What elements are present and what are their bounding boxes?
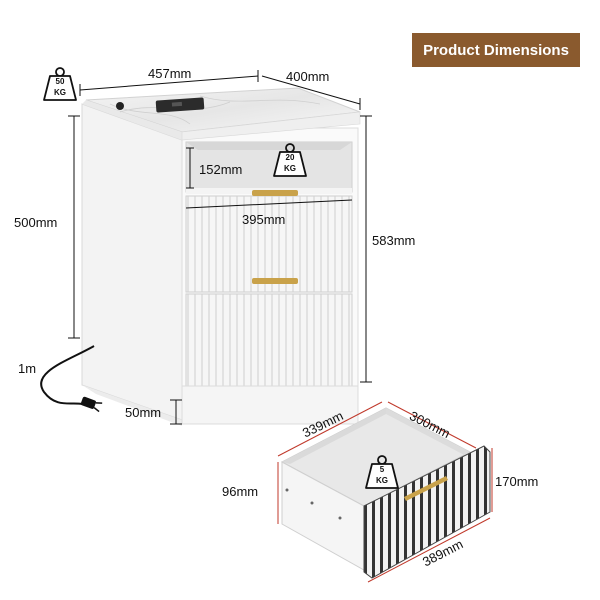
- base-height-label: 50mm: [125, 405, 162, 420]
- drawer-bottom-handle: [252, 278, 298, 284]
- cabinet-base: [181, 385, 359, 425]
- drawer-top: [185, 195, 353, 293]
- weight-20-value: 20: [286, 153, 295, 162]
- product-dimensions-badge: Product Dimensions: [412, 33, 580, 67]
- weight-20-unit: KG: [284, 164, 296, 173]
- shelf-height-label: 152mm: [199, 162, 243, 177]
- weight-5-unit: KG: [376, 476, 388, 485]
- drawer-handle: [404, 476, 448, 501]
- total-height-label: 583mm: [372, 233, 416, 248]
- drawer-width-label: 395mm: [242, 212, 286, 227]
- drawer-bottom: [185, 293, 353, 387]
- power-hole: [116, 102, 124, 110]
- cable-length-label: 1m: [18, 361, 37, 376]
- drawer-front-panel: [363, 445, 491, 579]
- weight-50-unit: KG: [54, 88, 66, 97]
- weight-50-value: 50: [56, 77, 65, 86]
- depth-label: 400mm: [286, 69, 330, 84]
- width-label: 457mm: [148, 66, 192, 81]
- cabinet-side: [81, 103, 183, 421]
- drawer-inner-height-label: 96mm: [222, 484, 259, 499]
- plug-icon: [80, 396, 103, 413]
- weight-5kg-icon: [365, 455, 399, 489]
- drawer-front-height-label: 170mm: [495, 474, 539, 489]
- weight-20kg-icon: [273, 143, 307, 177]
- height-label: 500mm: [14, 215, 58, 230]
- drawer-top-handle: [252, 190, 298, 196]
- drawer-diagram: [280, 407, 491, 579]
- weight-5-value: 5: [380, 465, 385, 474]
- power-cable: [40, 345, 95, 405]
- weight-50kg-icon: [43, 67, 77, 101]
